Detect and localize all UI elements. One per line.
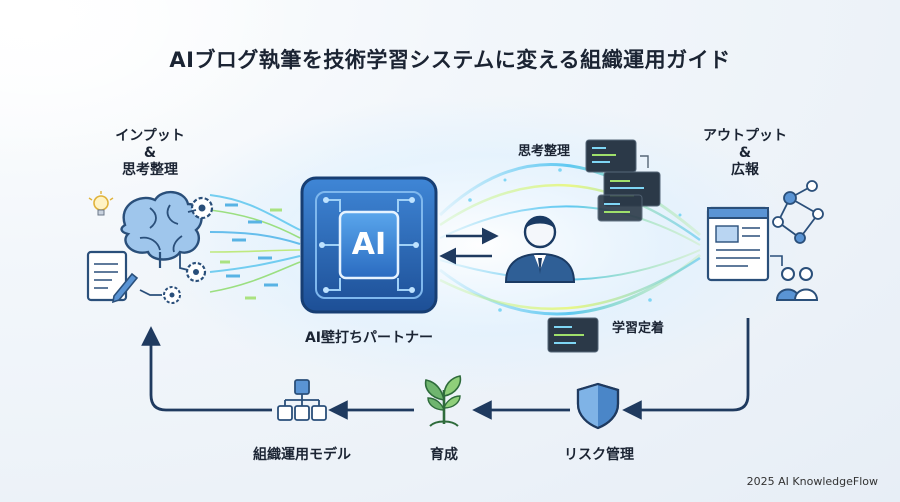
output-label-line3: 広報 — [731, 162, 759, 178]
code-window-icon — [585, 139, 637, 173]
input-block-label: インプット & 思考整理 — [95, 128, 205, 179]
gear-icon — [163, 286, 181, 304]
ai-chip-icon — [300, 176, 438, 314]
input-stream — [209, 194, 301, 300]
sprout-icon — [424, 375, 462, 427]
lightbulb-icon — [88, 191, 114, 216]
output-label-line2: & — [738, 145, 752, 161]
network-icon — [772, 180, 824, 244]
connector — [770, 255, 783, 266]
input-label-line1: インプット — [115, 128, 185, 144]
step-risk-label: リスク管理 — [564, 447, 634, 463]
center-glow — [150, 95, 810, 395]
gear-icon — [185, 261, 207, 283]
output-stream — [438, 162, 701, 322]
ai-chip-text: AI — [351, 227, 387, 262]
flow-label-bottom: 学習定着 — [611, 321, 664, 336]
output-block-label: アウトプット & 広報 — [690, 128, 800, 179]
exchange-arrows — [439, 227, 499, 265]
shield-icon — [576, 382, 620, 430]
gear-icon — [190, 196, 214, 220]
ai-partner-caption: AI壁打ちパートナー — [304, 330, 434, 346]
page-title: AIブログ執筆を技術学習システムに変える組織運用ガイド — [169, 48, 731, 72]
flow-label-top: 思考整理 — [517, 144, 570, 159]
output-label-line1: アウトプット — [703, 128, 787, 144]
org-chart-icon — [277, 379, 327, 421]
person-icon — [504, 215, 576, 283]
connector — [640, 155, 649, 168]
step-growth-label: 育成 — [430, 447, 458, 463]
corner-glow — [0, 0, 300, 170]
footer-copyright: 2025 AI KnowledgeFlow — [746, 475, 878, 488]
brain-icon — [120, 191, 203, 268]
code-window-icon — [597, 194, 643, 222]
input-label-line2: & — [143, 145, 157, 161]
document-window-icon — [706, 206, 770, 282]
icon-connectors — [139, 209, 197, 296]
cycle-loop — [141, 318, 750, 420]
people-group-icon — [775, 267, 819, 301]
step-org-model-label: 組織運用モデル — [253, 447, 351, 463]
input-label-line3: 思考整理 — [122, 162, 178, 178]
code-window-icon — [547, 317, 599, 353]
notepad-icon — [86, 250, 139, 304]
